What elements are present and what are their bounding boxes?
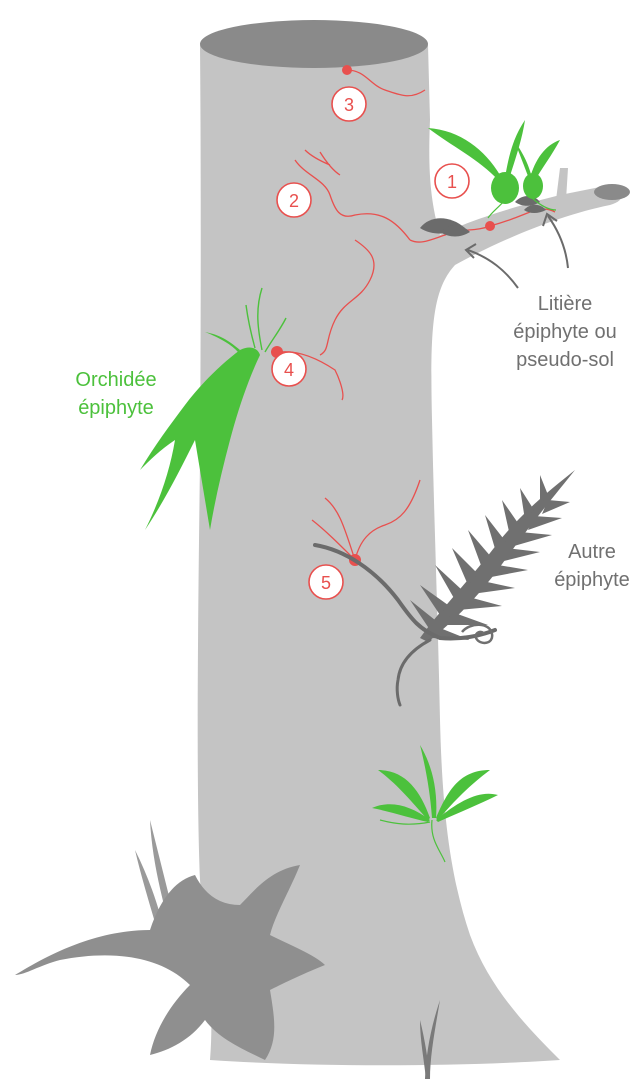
marker-1: 1 bbox=[435, 164, 469, 198]
orchid-label-line1: Orchidée bbox=[75, 369, 156, 391]
marker-3-label: 3 bbox=[344, 95, 354, 115]
litter-label-line1: Litière bbox=[538, 293, 592, 315]
other-label-line1: Autre bbox=[568, 541, 616, 563]
marker-5: 5 bbox=[309, 565, 343, 599]
fungus-dot-1 bbox=[485, 221, 495, 231]
other-epiphyte-label: Autre épiphyte bbox=[554, 541, 630, 591]
orchid-label-line2: épiphyte bbox=[78, 397, 154, 419]
marker-3: 3 bbox=[332, 87, 366, 121]
marker-5-label: 5 bbox=[321, 573, 331, 593]
branch-twig bbox=[556, 168, 568, 200]
marker-2-label: 2 bbox=[289, 191, 299, 211]
trunk-top bbox=[200, 20, 428, 68]
arrow-left bbox=[468, 250, 518, 288]
orchid-label: Orchidée épiphyte bbox=[75, 369, 156, 419]
marker-1-label: 1 bbox=[447, 172, 457, 192]
fungus-dot-3 bbox=[342, 65, 352, 75]
branch-end bbox=[594, 184, 630, 200]
other-label-line2: épiphyte bbox=[554, 569, 630, 591]
arrow-right bbox=[548, 216, 568, 268]
marker-2: 2 bbox=[277, 183, 311, 217]
marker-4: 4 bbox=[272, 352, 306, 386]
litter-label: Litière épiphyte ou pseudo-sol bbox=[513, 293, 616, 371]
marker-4-label: 4 bbox=[284, 360, 294, 380]
litter-label-line3: pseudo-sol bbox=[516, 349, 614, 371]
litter-label-line2: épiphyte ou bbox=[513, 321, 616, 343]
